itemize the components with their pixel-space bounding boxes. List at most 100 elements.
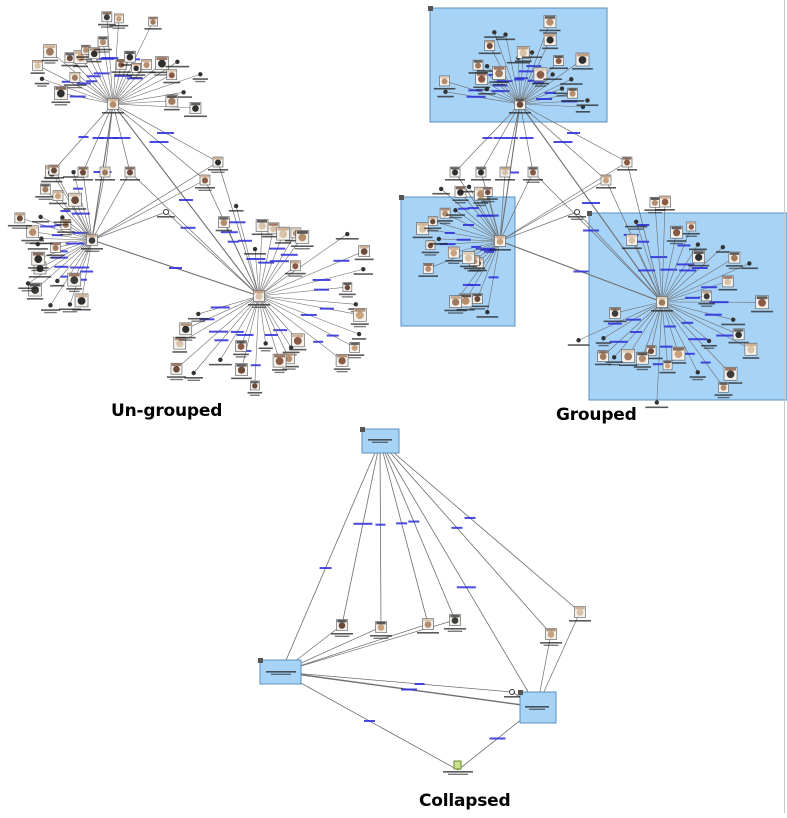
node-photo-face <box>530 170 536 176</box>
edge-label-glyph <box>445 232 455 234</box>
edge-label-glyph <box>610 341 628 343</box>
edge-label-glyph <box>716 335 734 337</box>
node-photo-hair <box>501 167 509 169</box>
node-label-glyph <box>231 378 252 380</box>
node-photo-hair <box>664 361 672 363</box>
node-label-glyph <box>670 243 683 244</box>
node-photo-hair <box>71 73 79 75</box>
edge-label-glyph <box>113 137 131 139</box>
edge-label-glyph <box>179 199 193 201</box>
node-photo-hair <box>360 246 369 248</box>
node-label-glyph <box>248 392 263 394</box>
node-label-glyph <box>455 202 466 203</box>
node-photo-hair <box>55 87 66 90</box>
node-photo-hair <box>16 213 24 215</box>
node-photo-face <box>150 19 155 24</box>
node-photo-face <box>144 62 150 68</box>
node-photo-face <box>548 631 555 638</box>
node-dot <box>612 355 616 359</box>
node-label-glyph <box>54 221 72 223</box>
node-label-glyph <box>427 230 438 231</box>
node-photo-face <box>238 343 245 350</box>
node-label-glyph <box>271 674 291 675</box>
node-dot <box>439 187 443 191</box>
node-photo-face <box>89 237 96 244</box>
node-photo-hair <box>126 167 134 169</box>
node-photo-hair <box>473 294 481 296</box>
node-photo-hair <box>424 264 432 266</box>
node-photo-face <box>425 621 432 628</box>
node-photo-hair <box>623 350 634 353</box>
node-photo-face <box>31 286 39 294</box>
node-photo-hair <box>637 353 647 356</box>
node-label-glyph <box>445 260 462 262</box>
node-label-glyph <box>549 67 568 69</box>
node-photo-face <box>648 348 654 354</box>
edge <box>113 104 195 108</box>
node-photo-hair <box>725 368 736 371</box>
node-label-glyph <box>85 251 100 252</box>
edge-label-glyph <box>483 137 493 139</box>
node-label-glyph <box>111 71 131 73</box>
node-label-glyph <box>449 217 462 218</box>
node-photo-hair <box>757 296 768 299</box>
node-photo-hair <box>354 309 365 312</box>
node-dot <box>357 332 361 336</box>
node-photo-face <box>256 293 263 300</box>
node-photo-hair <box>623 157 631 159</box>
edge-label-glyph <box>246 258 265 260</box>
node-label-glyph <box>478 198 498 200</box>
node-label-glyph <box>41 181 62 183</box>
node-label-glyph <box>167 376 186 378</box>
node-photo-hair <box>101 167 109 169</box>
node-label-glyph <box>44 312 57 313</box>
edge <box>281 441 380 672</box>
node-label-glyph <box>351 323 369 325</box>
node-label-glyph <box>595 364 611 366</box>
node-label-glyph <box>173 351 187 353</box>
node-label-glyph <box>130 77 142 78</box>
node-photo-hair <box>429 217 437 219</box>
group-handle-icon <box>360 427 365 432</box>
node-label-glyph <box>261 350 271 351</box>
edge <box>281 672 512 692</box>
node-label-glyph <box>31 270 45 271</box>
node-photo-face <box>252 383 257 388</box>
edge-label-glyph <box>507 137 518 139</box>
node-label-glyph <box>432 193 450 195</box>
node-photo-face <box>83 48 88 53</box>
node-label-glyph <box>352 338 366 340</box>
edge-label-glyph <box>692 267 708 269</box>
node-photo-face <box>57 90 65 98</box>
edge-label-glyph <box>314 289 329 291</box>
node-label-glyph <box>540 642 562 644</box>
node-label-glyph <box>233 354 249 356</box>
edge-label-glyph <box>451 527 462 529</box>
node-label-glyph <box>425 254 437 255</box>
node-photo-hair <box>474 61 482 63</box>
node-photo-hair <box>734 329 743 331</box>
node-photo-hair <box>33 253 44 256</box>
node-photo-hair <box>529 167 537 169</box>
node-label-glyph <box>655 209 675 211</box>
node-photo-face <box>46 48 54 56</box>
edge-label-glyph <box>70 266 89 268</box>
edge <box>255 296 259 385</box>
node-label-glyph <box>476 316 498 318</box>
edge-label-glyph <box>701 362 711 364</box>
node-photo-hair <box>545 34 555 37</box>
node-label-glyph <box>368 439 392 441</box>
node-photo-face <box>537 71 545 79</box>
node-dot <box>40 77 44 81</box>
edge-label-glyph <box>40 225 55 227</box>
node-photo-face <box>202 178 208 184</box>
node-photo-hair <box>103 12 111 14</box>
edge-label-glyph <box>650 256 667 258</box>
node-photo-hair <box>730 253 739 255</box>
edge-label-glyph <box>269 248 285 250</box>
node-photo-hair <box>33 61 41 63</box>
node-label-glyph <box>446 214 465 216</box>
node-photo-hair <box>610 308 619 310</box>
node-label-glyph <box>355 259 374 261</box>
node-label-glyph <box>176 337 196 339</box>
